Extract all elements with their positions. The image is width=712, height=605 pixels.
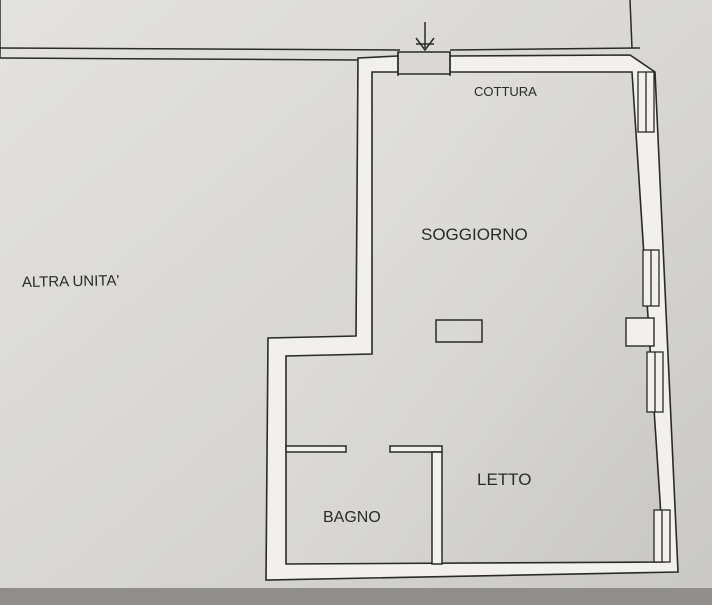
- living-element: [435, 319, 483, 343]
- label-living: SOGGIORNO: [421, 225, 528, 244]
- entrance-opening: [397, 51, 451, 76]
- down-arrow-icon: [415, 22, 435, 52]
- label-other-unit: ALTRA UNITA': [22, 272, 120, 291]
- photo-bottom-shadow: [0, 588, 712, 605]
- label-bathroom: BAGNO: [323, 509, 381, 526]
- label-kitchen: COTTURA: [474, 84, 537, 99]
- top-left-wall: [0, 0, 401, 61]
- label-bedroom: LETTO: [477, 470, 531, 489]
- top-right-wall: [449, 0, 641, 51]
- bathroom-walls: [285, 445, 443, 565]
- wall-pillar: [625, 317, 655, 347]
- right-wall-windows: [637, 71, 671, 563]
